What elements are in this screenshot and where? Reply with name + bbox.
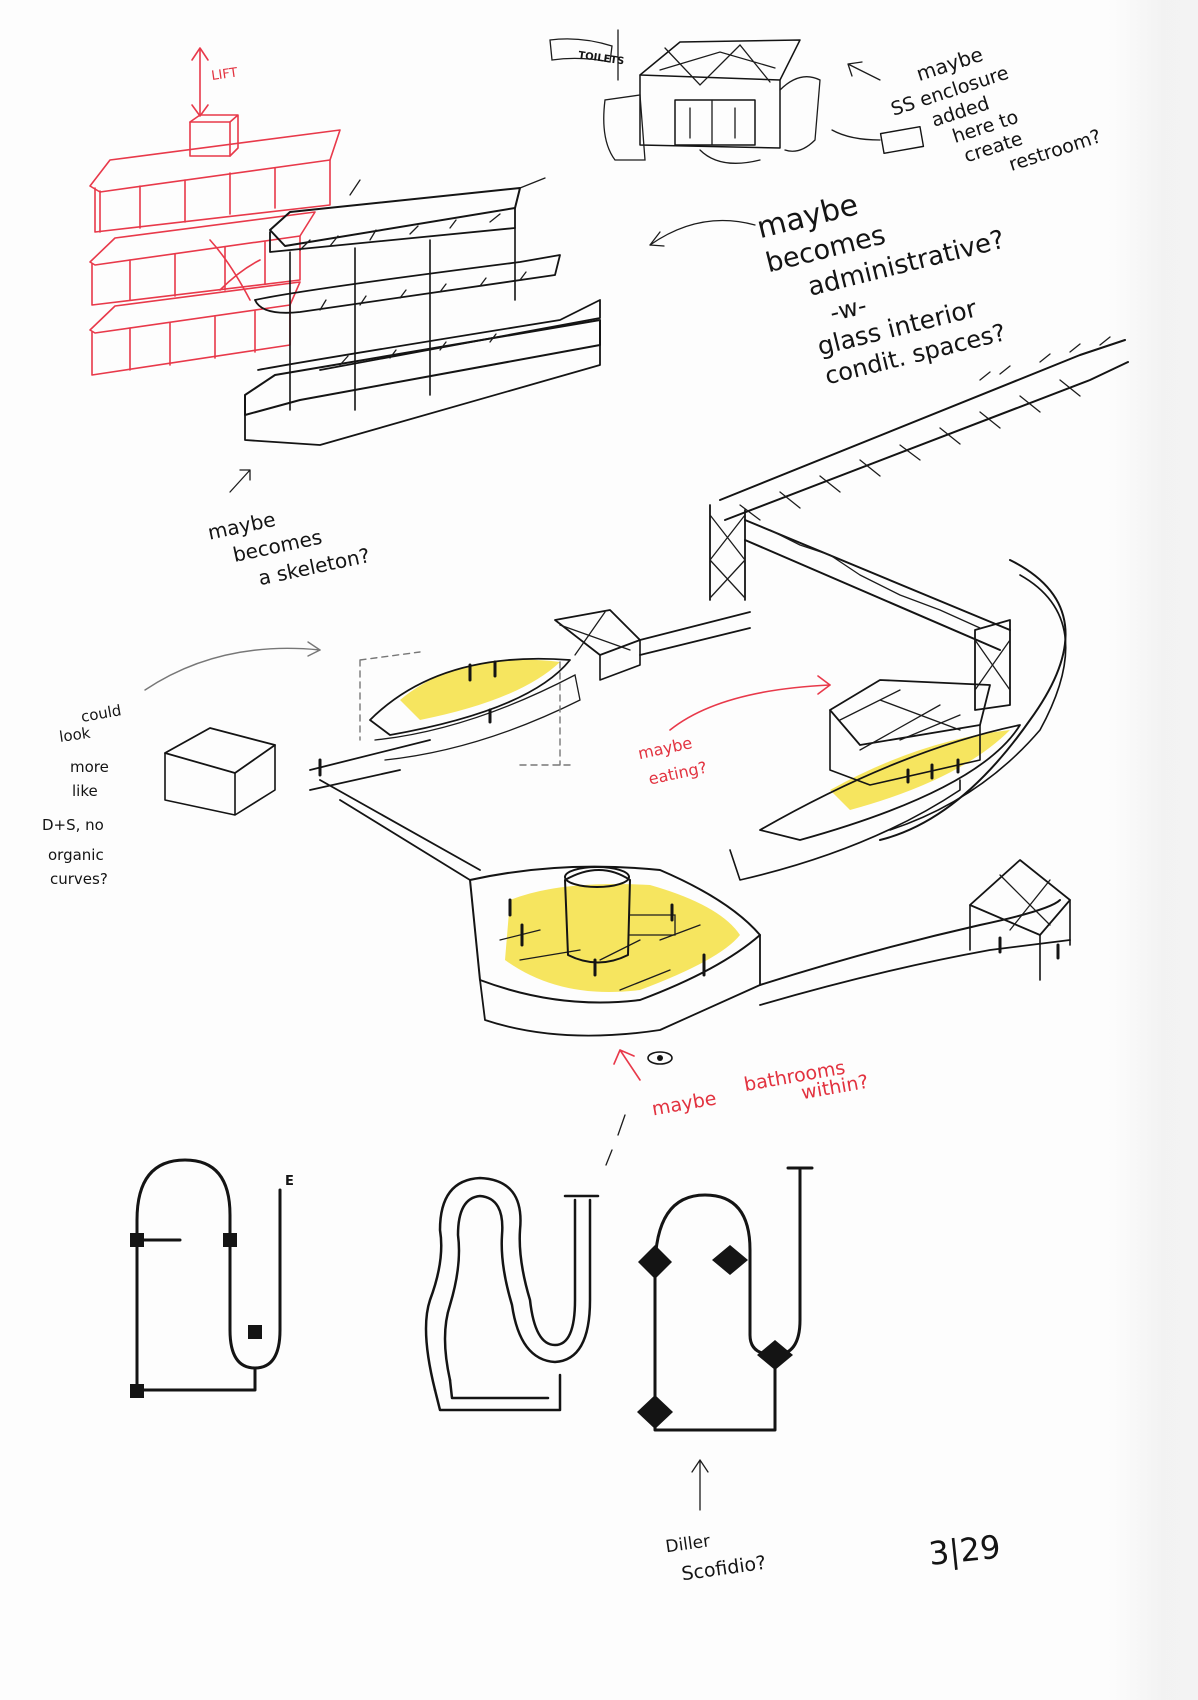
organic-note: could look more like D+S, no organic cur… — [42, 701, 123, 888]
promenade-sketch — [164, 336, 1129, 1065]
dash-line — [605, 1114, 626, 1166]
svg-text:look: look — [58, 724, 92, 746]
arrow-bathrooms-icon — [613, 1049, 641, 1081]
svg-text:organic: organic — [48, 846, 104, 864]
bathrooms-note: maybe bathrooms within? — [650, 1057, 870, 1121]
svg-text:Diller: Diller — [664, 1531, 711, 1557]
arrow-eating-head-icon — [817, 675, 831, 695]
arrow-organic-curve — [144, 647, 321, 691]
toilets-kiosk-sketch — [549, 29, 925, 164]
eating-note: maybe eating? — [636, 733, 709, 789]
svg-text:more: more — [70, 758, 109, 776]
arrow-organic-head-icon — [307, 641, 321, 657]
svg-text:curves?: curves? — [50, 870, 108, 888]
svg-text:restroom?: restroom? — [1006, 125, 1104, 175]
administrative-note: maybe becomes administrative? -w- glass … — [753, 187, 1008, 390]
svg-text:Scofidio?: Scofidio? — [680, 1552, 767, 1586]
diller-scofidio-note: Diller Scofidio? — [664, 1531, 767, 1586]
svg-text:could: could — [80, 701, 123, 726]
page-edge-shadow — [1108, 0, 1198, 1700]
enclosure-note: maybe SS enclosure added here to create … — [888, 42, 1104, 176]
svg-text:maybe: maybe — [650, 1087, 718, 1120]
arrow-skeleton-icon — [229, 469, 251, 493]
arrow-to-kiosk-icon — [847, 61, 881, 81]
skeleton-building-sketch — [244, 177, 601, 446]
svg-text:D+S, no: D+S, no — [42, 816, 104, 834]
svg-text:maybe: maybe — [636, 733, 694, 763]
diagram-e-label: E — [285, 1174, 294, 1189]
circulation-diagram-1 — [130, 1158, 282, 1398]
page-number: 3|29 — [927, 1528, 1002, 1573]
skeleton-note: maybe becomes a skeleton? — [206, 507, 373, 590]
circulation-diagram-3 — [637, 1166, 814, 1432]
svg-text:eating?: eating? — [647, 758, 709, 789]
arrow-diller-icon — [691, 1459, 709, 1511]
arrow-eating — [669, 684, 831, 731]
arrow-administrative-head-icon — [649, 231, 665, 247]
svg-text:like: like — [72, 782, 98, 800]
lift-label: LIFT — [210, 65, 238, 84]
arrow-administrative — [649, 219, 756, 246]
circulation-diagram-2 — [424, 1176, 600, 1412]
